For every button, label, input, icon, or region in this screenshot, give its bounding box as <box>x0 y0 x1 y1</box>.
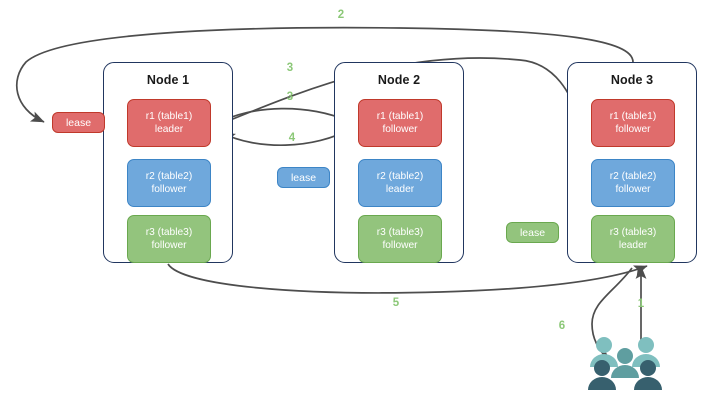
step-label-6: 6 <box>558 320 566 332</box>
replica-name: r1 (table1) <box>145 111 193 122</box>
replica-name: r2 (table2) <box>376 171 424 182</box>
step-label-3b: 3 <box>286 91 294 103</box>
lease-badge-green[interactable]: lease <box>506 222 559 243</box>
replica-r1-node1[interactable]: r1 (table1) leader <box>127 99 211 147</box>
replica-role: follower <box>151 240 187 251</box>
node-container-3[interactable]: Node 3 r1 (table1) follower r2 (table2) … <box>567 62 697 263</box>
replica-name: r1 (table1) <box>376 111 424 122</box>
step-label-1: 1 <box>637 298 645 310</box>
replica-name: r1 (table1) <box>609 111 657 122</box>
replica-name: r2 (table2) <box>609 171 657 182</box>
replica-r2-node2[interactable]: r2 (table2) leader <box>358 159 442 207</box>
replica-role: leader <box>385 184 415 195</box>
replica-r2-node3[interactable]: r2 (table2) follower <box>591 159 675 207</box>
step-label-4: 4 <box>288 132 296 144</box>
replica-r1-node3[interactable]: r1 (table1) follower <box>591 99 675 147</box>
replica-r1-node2[interactable]: r1 (table1) follower <box>358 99 442 147</box>
replica-role: leader <box>618 240 648 251</box>
replica-r3-node1[interactable]: r3 (table3) follower <box>127 215 211 263</box>
users-group-icon <box>588 337 662 390</box>
node-title: Node 3 <box>610 73 654 87</box>
lease-badge-red[interactable]: lease <box>52 112 105 133</box>
step-label-2: 2 <box>337 9 345 21</box>
replica-role: leader <box>154 124 184 135</box>
replica-name: r3 (table3) <box>376 227 424 238</box>
node-container-2[interactable]: Node 2 r1 (table1) follower r2 (table2) … <box>334 62 464 263</box>
node-title: Node 2 <box>377 73 421 87</box>
replica-name: r3 (table3) <box>145 227 193 238</box>
step-label-5: 5 <box>392 297 400 309</box>
node-title: Node 1 <box>146 73 190 87</box>
connector-step-5 <box>167 263 648 294</box>
replica-r2-node1[interactable]: r2 (table2) follower <box>127 159 211 207</box>
replica-role: follower <box>151 184 187 195</box>
connector-step-3-lower <box>215 107 349 125</box>
node-container-1[interactable]: Node 1 r1 (table1) leader r2 (table2) fo… <box>103 62 233 263</box>
lease-badge-blue[interactable]: lease <box>277 167 330 188</box>
replica-role: follower <box>382 124 418 135</box>
replica-r3-node3[interactable]: r3 (table3) leader <box>591 215 675 263</box>
replica-name: r2 (table2) <box>145 171 193 182</box>
replica-r3-node2[interactable]: r3 (table3) follower <box>358 215 442 263</box>
step-label-3a: 3 <box>286 62 294 74</box>
replica-role: follower <box>615 124 651 135</box>
replica-name: r3 (table3) <box>609 227 657 238</box>
replica-role: follower <box>615 184 651 195</box>
replica-role: follower <box>382 240 418 251</box>
